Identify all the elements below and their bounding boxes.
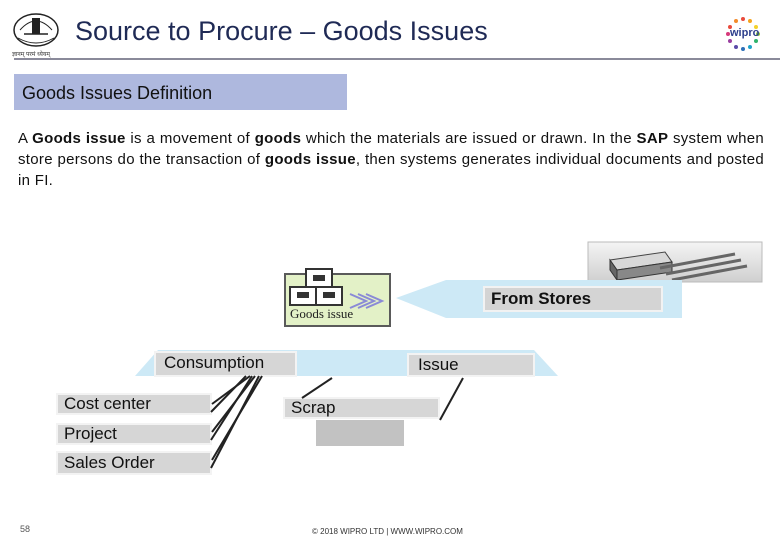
issue-box	[407, 353, 535, 377]
warehouse-icon	[587, 241, 763, 283]
boxes-icon	[289, 268, 343, 306]
project-label: Project	[64, 424, 117, 443]
consumption-label: Consumption	[164, 353, 265, 372]
logo-caption: ज्ञानम् परमं ध्येयम्	[12, 52, 50, 58]
wipro-logo: wipro	[720, 14, 766, 54]
definition-text: , then systems generates individual docu…	[18, 151, 764, 189]
chevron-arrows-icon	[349, 293, 385, 309]
section-heading: Goods Issues Definition	[22, 83, 213, 103]
scrap-shadow-box	[316, 420, 404, 446]
definition-text: system when store persons do the transac…	[18, 130, 765, 168]
goods-issue-label: Goods issue	[290, 306, 354, 321]
from-stores-box	[483, 286, 663, 312]
sales-order-box	[56, 451, 212, 475]
scrap-box	[283, 397, 440, 419]
cost-center-label: Cost center	[64, 394, 151, 413]
issue-label: Issue	[418, 355, 459, 374]
institute-logo: ज्ञानम् परमं ध्येयम्	[10, 8, 62, 58]
definition-term: SAP	[636, 130, 669, 147]
definition-text: A	[18, 130, 33, 147]
definition-text: which the materials are issued or drawn.…	[301, 130, 637, 147]
page-title: Source to Procure – Goods Issues	[75, 16, 488, 46]
consumption-box	[154, 351, 297, 377]
from-stores-label: From Stores	[491, 289, 592, 308]
section-heading-band: Goods Issues Definition	[14, 74, 347, 110]
definition-term: Goods issue	[32, 130, 126, 147]
definition-term: goods issue	[264, 151, 356, 168]
definition-paragraph: A Goods issue is a movement of goods whi…	[18, 128, 764, 191]
cost-center-box	[56, 393, 212, 415]
header-divider	[14, 58, 780, 60]
footer-copyright: © 2018 WIPRO LTD | WWW.WIPRO.COM	[312, 527, 463, 536]
definition-text: is a movement of	[125, 130, 255, 147]
wipro-wordmark: wipro	[730, 27, 760, 39]
page-number: 58	[20, 524, 31, 534]
definition-term: goods	[254, 130, 302, 147]
sales-order-label: Sales Order	[64, 453, 155, 472]
scrap-label: Scrap	[291, 398, 336, 417]
connector-lines	[210, 375, 464, 469]
project-box	[56, 423, 212, 445]
